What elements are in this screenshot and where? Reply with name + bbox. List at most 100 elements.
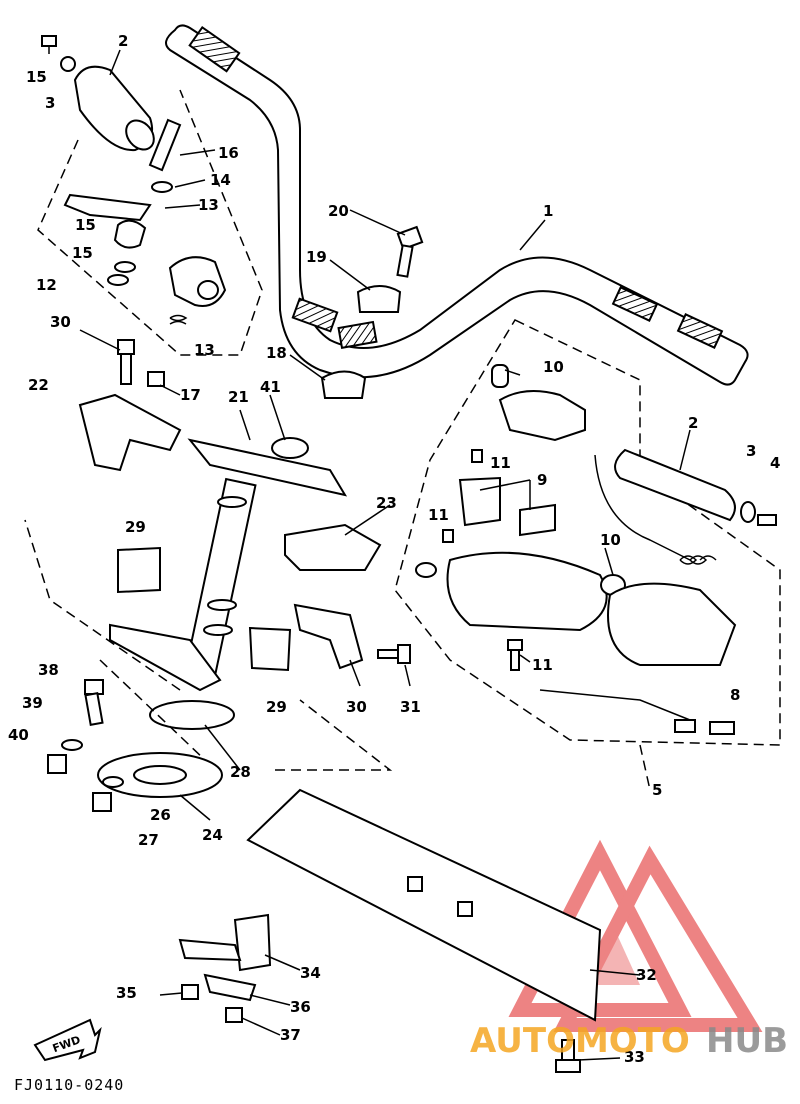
connector-a xyxy=(674,719,696,733)
washer-3-right xyxy=(740,501,756,523)
spring-13 xyxy=(169,314,188,325)
leader-lines xyxy=(24,519,651,791)
callout-4-right: 4 xyxy=(770,454,780,472)
callout-17: 16 xyxy=(218,144,239,162)
watermark-part1: AUTOMOTO xyxy=(470,1021,690,1061)
callout-10-top: 11 xyxy=(490,454,511,472)
callout-8: 10 xyxy=(600,531,621,549)
lever-14 xyxy=(63,193,152,222)
callout-4-left: 15 xyxy=(26,68,47,86)
clip-hole-a xyxy=(407,876,423,892)
bolt-33 xyxy=(555,1039,581,1073)
wire-lead xyxy=(539,689,691,721)
washer-3-left xyxy=(60,56,76,72)
wire xyxy=(594,454,691,561)
callout-41: 41 xyxy=(260,378,281,396)
washer-39 xyxy=(61,739,83,751)
clip-hole-b xyxy=(457,901,473,917)
callout-22: 21 xyxy=(228,388,249,406)
nut-40 xyxy=(47,754,67,774)
callout-36: 36 xyxy=(290,998,311,1016)
callout-14: 13 xyxy=(198,196,219,214)
bracket xyxy=(113,219,147,249)
left-grip xyxy=(73,65,155,152)
nut-27 xyxy=(92,792,112,812)
bolt-31 xyxy=(377,644,411,664)
holder-19 xyxy=(320,370,367,399)
callout-13: 13 xyxy=(194,341,215,359)
callout-29-right: 29 xyxy=(266,698,287,716)
watermark-text: AUTOMOTO HUB xyxy=(470,1021,788,1061)
fwd-arrow-icon: FWD xyxy=(33,1018,102,1062)
callout-16: 15 xyxy=(72,244,93,262)
callout-38: 38 xyxy=(38,661,59,679)
callout-18: 17 xyxy=(180,386,201,404)
diagram-code: FJ0110-0240 xyxy=(14,1076,125,1094)
callout-9: 10 xyxy=(543,358,564,376)
callout-6: 8 xyxy=(730,686,740,704)
callout-19: 18 xyxy=(266,344,287,362)
callout-23-right: 23 xyxy=(376,494,397,512)
callout-1: 1 xyxy=(543,202,553,220)
callout-10-left: 11 xyxy=(428,506,449,524)
connector-b xyxy=(709,721,735,735)
callout-12: 12 xyxy=(36,276,57,294)
group-12-outline xyxy=(37,89,263,356)
callout-34: 34 xyxy=(300,964,321,982)
callout-29-left: 29 xyxy=(125,518,146,536)
callout-24: 24 xyxy=(202,826,223,844)
bolt-21 xyxy=(396,225,424,278)
washer-16 xyxy=(107,274,129,286)
bolt-37 xyxy=(225,1007,243,1023)
callout-2-right: 2 xyxy=(688,414,698,432)
callout-33: 33 xyxy=(624,1048,645,1066)
right-grip xyxy=(614,448,736,522)
bolt-11 xyxy=(507,639,523,671)
callout-30: 30 xyxy=(346,698,367,716)
clamp-29-right xyxy=(248,626,292,672)
callout-37: 37 xyxy=(280,1026,301,1044)
handlebar xyxy=(165,24,749,386)
callout-20: 19 xyxy=(306,248,327,266)
switch-plate xyxy=(446,551,608,632)
screw-10a xyxy=(471,449,483,463)
callout-leaders xyxy=(79,49,691,1061)
callout-3-left: 3 xyxy=(45,94,55,112)
callout-28: 28 xyxy=(230,763,251,781)
clamp-29-left xyxy=(117,546,161,594)
switch-housing xyxy=(168,256,227,307)
ring-41 xyxy=(271,437,309,459)
screw-10b xyxy=(442,529,454,543)
callout-7: 9 xyxy=(537,471,547,489)
bracket-23-left xyxy=(78,393,182,472)
callout-2-left: 2 xyxy=(118,32,128,50)
callout-27: 27 xyxy=(138,831,159,849)
callout-40: 40 xyxy=(8,726,29,744)
bolt-38 xyxy=(84,679,104,726)
callout-5: 5 xyxy=(652,781,662,799)
bracket-34 xyxy=(233,913,272,972)
bolt-25 xyxy=(117,339,135,385)
callout-25: 30 xyxy=(50,313,71,331)
bolt-4-right xyxy=(757,514,777,526)
callout-32: 32 xyxy=(636,966,657,984)
callout-23-left: 22 xyxy=(28,376,49,394)
holder-20 xyxy=(356,285,402,313)
bracket-30 xyxy=(293,603,364,670)
strap-6 xyxy=(607,582,737,666)
callout-11: 11 xyxy=(532,656,553,674)
steering-column xyxy=(109,438,348,692)
callout-35: 35 xyxy=(116,984,137,1002)
washer-15 xyxy=(151,181,173,193)
callout-3-right: 3 xyxy=(746,442,756,460)
callout-31: 31 xyxy=(400,698,421,716)
clip xyxy=(415,562,437,578)
callout-15-top: 14 xyxy=(210,171,231,189)
bracket-23-right xyxy=(284,523,382,571)
washer-26 xyxy=(102,776,124,788)
switch-cover-9 xyxy=(498,390,586,442)
washer-15b xyxy=(114,261,136,273)
cover-32 xyxy=(246,788,602,1022)
bearing-28 xyxy=(149,700,235,730)
group-5-outline xyxy=(394,319,781,746)
